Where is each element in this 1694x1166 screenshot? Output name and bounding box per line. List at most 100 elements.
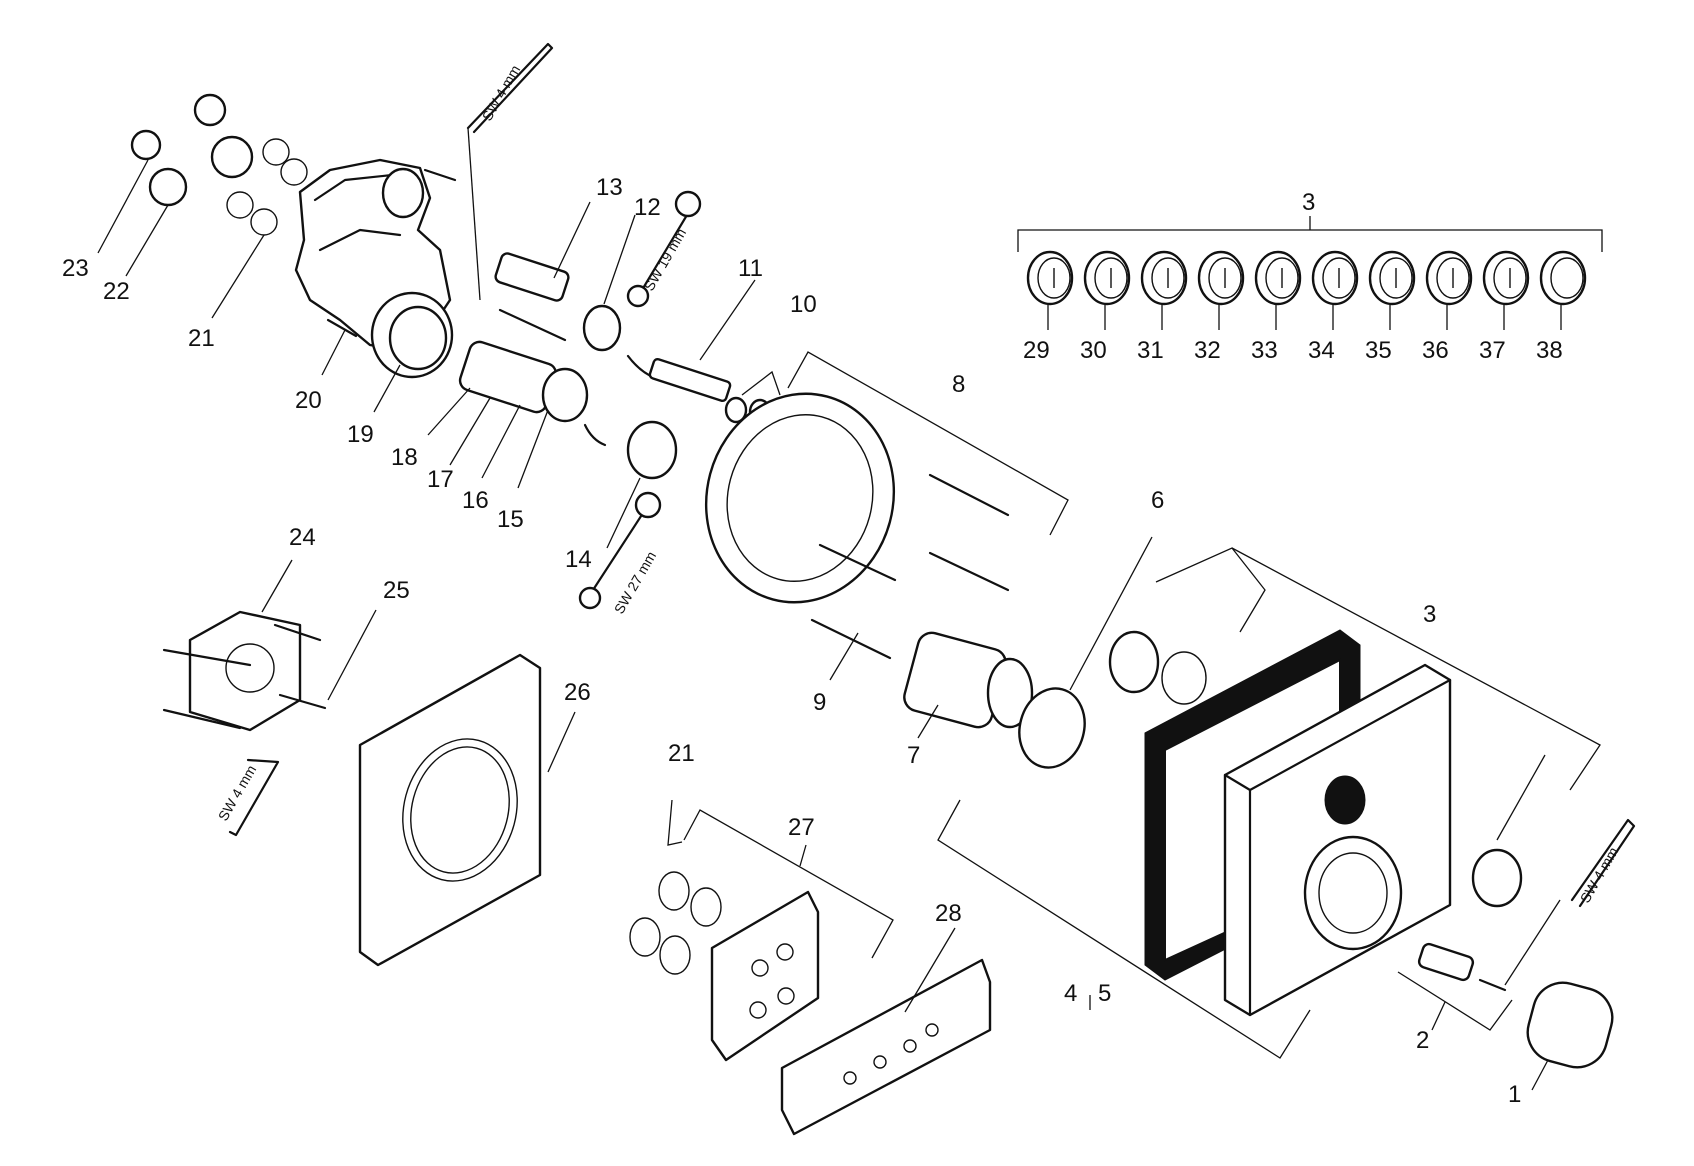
part-12	[582, 304, 622, 352]
mount-hole-d	[925, 1023, 939, 1037]
part-label-6: 6	[1151, 487, 1164, 514]
gasket-27	[710, 890, 820, 1062]
part-label-23: 23	[62, 255, 89, 282]
button-cap-body	[1368, 250, 1416, 306]
mount-hole-a	[843, 1071, 857, 1085]
mounting-plate-8	[704, 351, 1069, 681]
part-label-29: 29	[1023, 337, 1050, 364]
screw-2	[1478, 978, 1507, 992]
leader-12	[603, 214, 636, 305]
bracket-6	[1155, 547, 1266, 633]
leader-21b	[667, 799, 683, 846]
cartridge-group	[427, 201, 781, 549]
button-cap-face	[1550, 257, 1584, 299]
part-label-13: 13	[596, 174, 623, 201]
fitting-top-a	[193, 93, 227, 127]
leader-10	[741, 370, 781, 396]
rod-13	[498, 308, 567, 342]
gasket-hole-c	[749, 1001, 767, 1019]
leader-28	[904, 927, 956, 1013]
screw-25a	[273, 623, 322, 642]
tool-label-sw19: SW 19 mm	[641, 226, 689, 294]
part-label-26: 26	[564, 679, 591, 706]
bracket-3-right	[1231, 547, 1601, 791]
part-label-22: 22	[103, 278, 130, 305]
cap-37-single	[1471, 848, 1523, 908]
leader-7	[917, 704, 939, 739]
leader-17	[449, 397, 491, 466]
leader-20	[321, 329, 346, 376]
part-label-14: 14	[565, 546, 592, 573]
clip	[583, 423, 607, 447]
fitting-23	[130, 129, 162, 161]
button-cap-body	[1197, 250, 1245, 306]
button-cap-face	[1265, 257, 1299, 299]
part-label-3-top: 3	[1302, 189, 1315, 216]
button-cap-face	[1493, 257, 1527, 299]
plate-26-ring	[402, 738, 518, 882]
screw-top	[423, 168, 457, 182]
button-cap-body	[1482, 250, 1530, 306]
tool-label-sw4-top: SW 4 mm	[479, 62, 524, 123]
bracket-27	[683, 809, 894, 959]
spindle-2	[1417, 942, 1475, 982]
button-cap-35	[1368, 250, 1416, 330]
hex-key-top-leader	[467, 127, 481, 301]
plate-inner	[726, 414, 874, 582]
part-label-21-top: 21	[188, 325, 215, 352]
button-cap-36	[1425, 250, 1473, 330]
valve-outlet-upper	[381, 167, 425, 219]
part-label-36: 36	[1422, 337, 1449, 364]
part-label-2: 2	[1416, 1027, 1429, 1054]
cover-plates	[937, 547, 1601, 1059]
leader-9	[829, 632, 859, 681]
leader-cap	[1496, 754, 1546, 841]
button-cap-37	[1482, 250, 1530, 330]
adapter-6	[1108, 630, 1160, 694]
button-cap-face	[1208, 257, 1242, 299]
leader-2	[1431, 1001, 1446, 1031]
valve-outlet-inner	[388, 305, 448, 371]
wrench-27-head	[634, 491, 662, 519]
leader-25	[327, 609, 377, 701]
button-cap-face	[1322, 257, 1356, 299]
button-cap-body	[1254, 250, 1302, 306]
button-cap-face	[1151, 257, 1185, 299]
screw-8a	[928, 473, 1010, 517]
ring-6	[1018, 687, 1086, 769]
oring-a	[262, 138, 290, 166]
oring-6	[1161, 651, 1207, 705]
part-label-17: 17	[427, 466, 454, 493]
part-label-20: 20	[295, 387, 322, 414]
leader-27	[799, 844, 807, 867]
mount-hole-b	[873, 1055, 887, 1069]
part-label-15: 15	[497, 506, 524, 533]
cap-number-labels: 29 30 31 32 33 34 35 36 37 38	[1023, 337, 1563, 364]
part-label-21-bottom: 21	[668, 740, 695, 767]
cartridge-head	[541, 367, 589, 423]
bracket-8	[787, 351, 1069, 536]
nut-10a	[724, 396, 748, 424]
part-label-28: 28	[935, 900, 962, 927]
part-label-25: 25	[383, 577, 410, 604]
wrench-27	[578, 491, 662, 610]
leader-24	[261, 559, 293, 613]
oring-b	[280, 158, 308, 186]
oring-d	[250, 208, 278, 236]
cartridge-13	[494, 252, 570, 302]
box-24	[188, 610, 302, 732]
square-plate-26	[358, 653, 576, 967]
leader-23	[97, 159, 149, 254]
part-label-38: 38	[1536, 337, 1563, 364]
plate-26	[358, 653, 542, 967]
part-label-19: 19	[347, 421, 374, 448]
wrench-19-head	[674, 190, 702, 218]
part-label-34: 34	[1308, 337, 1335, 364]
button-cap-33	[1254, 250, 1302, 330]
button-cap-32	[1197, 250, 1245, 330]
tool-label-sw4-right: SW 4 mm	[1577, 844, 1622, 905]
button-cap-body	[1026, 250, 1074, 306]
hex-key-top-shape	[466, 42, 554, 134]
